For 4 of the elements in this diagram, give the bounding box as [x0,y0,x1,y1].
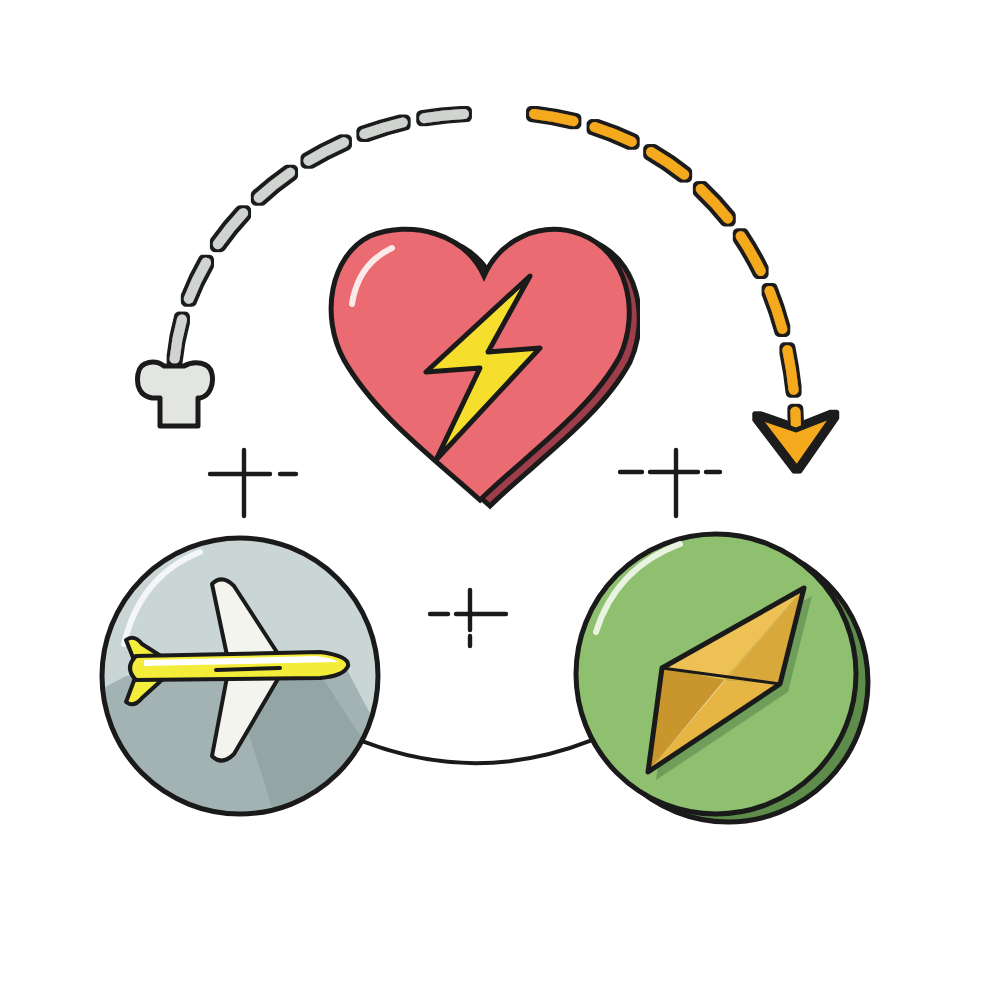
dashed-arrow [529,109,836,471]
airplane-circle-picture [96,532,384,820]
connector-line [361,738,593,766]
cable-plug [132,358,216,430]
